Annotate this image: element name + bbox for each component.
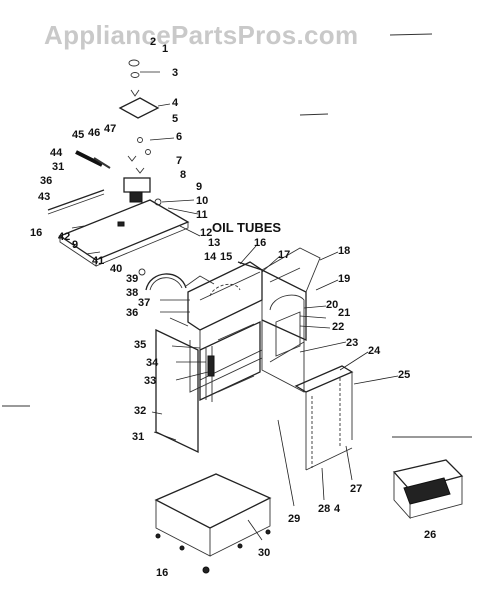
- callout-43: 43: [38, 191, 50, 203]
- callout-17: 17: [278, 249, 290, 261]
- callout-31-upper: 31: [52, 161, 64, 173]
- callout-22: 22: [332, 321, 344, 333]
- callout-36: 36: [126, 307, 138, 319]
- heat-exchanger: [199, 320, 261, 402]
- callout-9: 9: [196, 181, 202, 193]
- small-parts-5-7: [127, 137, 151, 174]
- callout-13: 13: [208, 237, 220, 249]
- callout-31-lower: 31: [132, 431, 144, 443]
- leader-lines: [71, 71, 399, 541]
- callout-28: 28: [318, 503, 330, 515]
- callout-30: 30: [258, 547, 270, 559]
- callout-23: 23: [346, 337, 358, 349]
- callout-labels: 2 1 3 4 5 6 7 8 9 10 11 12 13 14 15 OIL …: [30, 36, 436, 579]
- callout-33: 33: [144, 375, 156, 387]
- watermark-text: AppliancePartsPros.com: [44, 20, 358, 50]
- filter-box: [392, 459, 464, 520]
- callout-41: 41: [92, 255, 104, 267]
- callout-25: 25: [398, 369, 410, 381]
- callout-35: 35: [134, 339, 146, 351]
- left-front-panel: [155, 317, 199, 454]
- part-4-plate: [118, 97, 160, 119]
- callout-8: 8: [180, 169, 186, 181]
- right-side-panel: [294, 365, 354, 471]
- callout-2: 2: [150, 36, 156, 48]
- callout-24: 24: [368, 345, 381, 357]
- part-43-tube: [47, 189, 105, 211]
- callout-18: 18: [338, 245, 350, 257]
- callout-45: 45: [72, 129, 84, 141]
- callout-6: 6: [176, 131, 182, 143]
- callout-3: 3: [172, 67, 178, 79]
- callout-16-top: 16: [254, 237, 266, 249]
- callout-26: 26: [424, 529, 436, 541]
- callout-46: 46: [88, 127, 100, 139]
- callout-5: 5: [172, 113, 178, 125]
- callout-9-lower: 9: [72, 239, 78, 251]
- main-cabinet: [187, 261, 263, 393]
- top-fasteners: [128, 59, 140, 97]
- callout-16-left: 16: [30, 227, 42, 239]
- top-cover-panel: [58, 199, 190, 267]
- callout-4-lower: 4: [334, 503, 341, 515]
- callout-7: 7: [176, 155, 182, 167]
- callout-19: 19: [338, 273, 350, 285]
- callout-44: 44: [50, 147, 63, 159]
- callout-40: 40: [110, 263, 122, 275]
- callout-34: 34: [146, 357, 159, 369]
- callout-12: 12: [200, 227, 212, 239]
- callout-21: 21: [338, 307, 350, 319]
- callout-39: 39: [126, 273, 138, 285]
- part-44-rod: [75, 150, 103, 167]
- callout-37: 37: [138, 297, 150, 309]
- callout-14: 14: [204, 251, 217, 263]
- base-plate: [154, 473, 272, 574]
- callout-10: 10: [196, 195, 208, 207]
- callout-11: 11: [196, 209, 208, 221]
- callout-36-upper: 36: [40, 175, 52, 187]
- callout-16-bottom: 16: [156, 567, 168, 579]
- scan-rule-1: [299, 113, 329, 116]
- callout-32: 32: [134, 405, 146, 417]
- oil-tube-coil: [138, 268, 215, 291]
- callout-42: 42: [58, 231, 70, 243]
- callout-38: 38: [126, 287, 138, 299]
- right-cabinet-body: [237, 247, 321, 393]
- part-46-arm: [93, 157, 111, 169]
- oil-tubes-label: OIL TUBES: [212, 220, 281, 235]
- callout-20: 20: [326, 299, 338, 311]
- callout-29: 29: [288, 513, 300, 525]
- callout-1: 1: [162, 43, 168, 55]
- callout-4: 4: [172, 97, 179, 109]
- callout-27: 27: [350, 483, 362, 495]
- watermark-rule: [389, 33, 433, 36]
- callout-15: 15: [220, 251, 232, 263]
- valve-assembly: [123, 177, 162, 206]
- callout-47: 47: [104, 123, 116, 135]
